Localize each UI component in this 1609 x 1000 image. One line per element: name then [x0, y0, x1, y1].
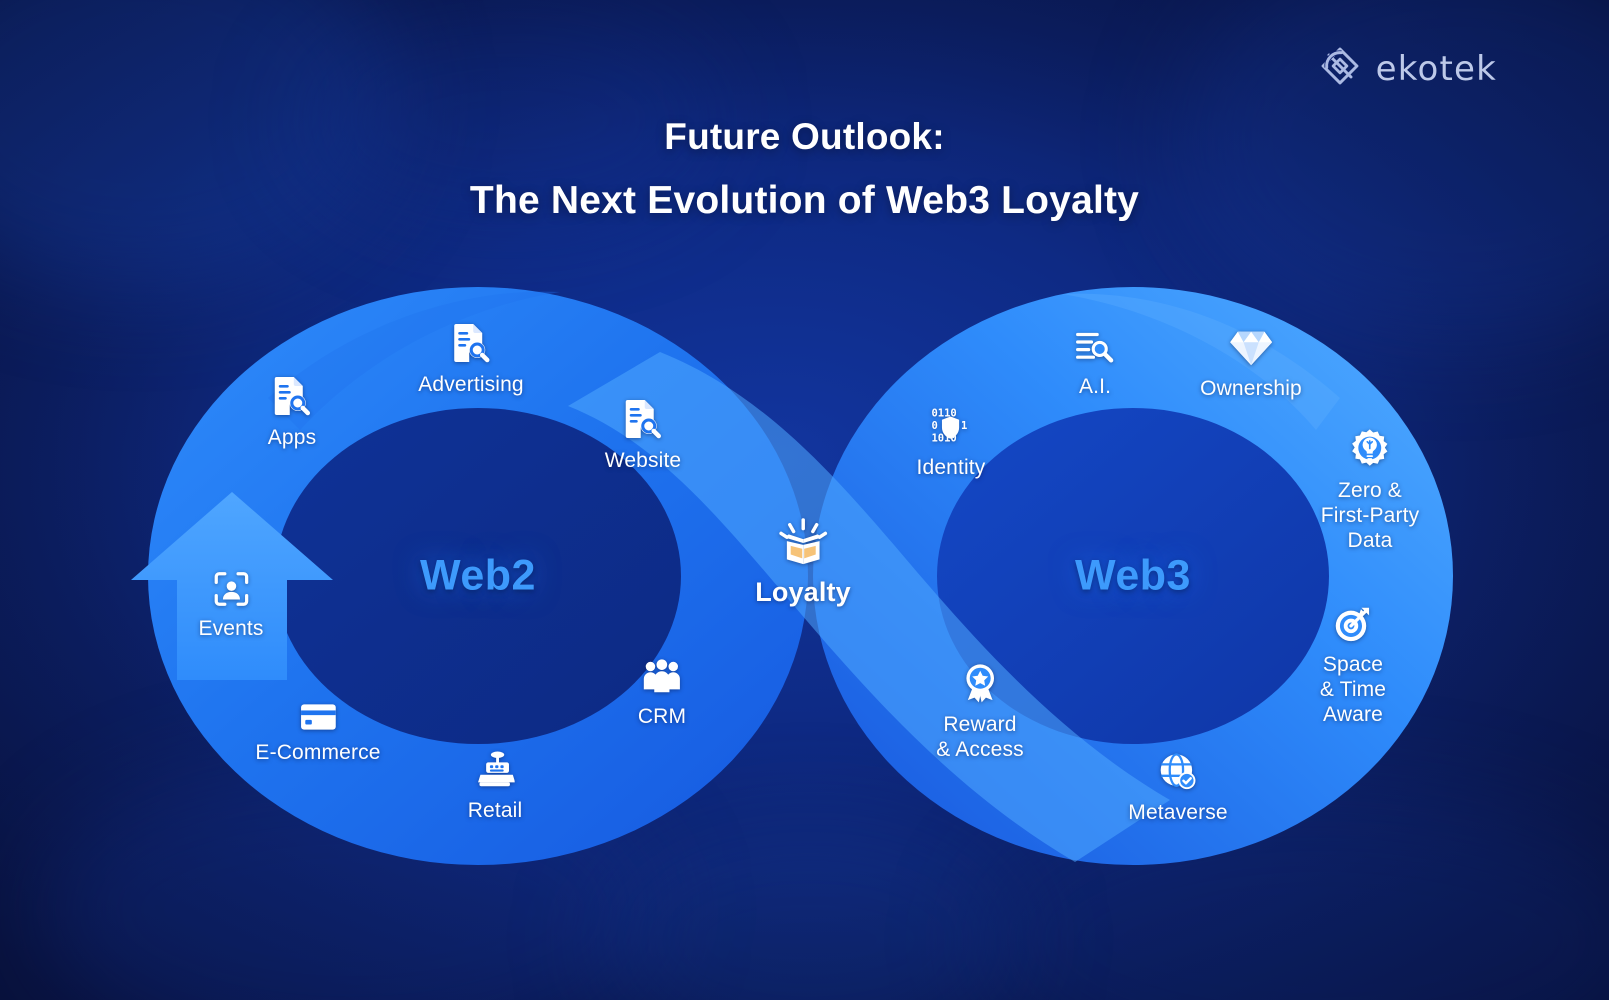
node-reward-access[interactable]: Reward & Access: [936, 662, 1024, 763]
node-label: Zero & First-Party Data: [1320, 479, 1420, 552]
web2-center-label: Web2: [420, 551, 536, 600]
target-arrow-icon: [1333, 604, 1373, 644]
open-gift-box-icon: [775, 518, 831, 568]
brand-name: ekotek: [1375, 48, 1497, 89]
node-space-time-aware[interactable]: Space & Time Aware: [1320, 604, 1386, 727]
diamond-icon: [1229, 328, 1273, 368]
node-retail[interactable]: Retail: [468, 750, 523, 824]
svg-text:0110: 0110: [932, 407, 957, 419]
node-advertising[interactable]: Advertising: [418, 322, 524, 398]
page-title: Future Outlook: The Next Evolution of We…: [0, 118, 1609, 220]
title-line-2: The Next Evolution of Web3 Loyalty: [469, 179, 1140, 222]
node-label: Apps: [267, 426, 317, 449]
node-label: E-Commerce: [255, 741, 381, 764]
node-label: CRM: [637, 705, 687, 728]
document-search-icon: [452, 322, 490, 364]
web3-center-label: Web3: [1075, 551, 1191, 600]
lightbulb-gear-icon: [1349, 428, 1391, 470]
node-zero-first-party-data[interactable]: Zero & First-Party Data: [1321, 428, 1419, 553]
background-blob: [600, 820, 1020, 1000]
node-label: Website: [604, 449, 682, 472]
face-scan-icon: [212, 570, 250, 608]
people-group-icon: [642, 658, 682, 696]
node-label: Metaverse: [1128, 801, 1228, 824]
award-ribbon-icon: [960, 662, 1000, 704]
node-ownership[interactable]: Ownership: [1200, 328, 1302, 402]
data-search-icon: [1075, 330, 1115, 366]
node-label: Space & Time Aware: [1319, 653, 1387, 726]
node-label: Retail: [467, 799, 523, 822]
svg-text:1: 1: [961, 420, 967, 432]
left-crossing-highlight: [190, 300, 1300, 990]
node-events[interactable]: Events: [198, 570, 263, 642]
node-ai[interactable]: A.I.: [1075, 330, 1115, 400]
node-label: Ownership: [1200, 377, 1302, 400]
node-label: Identity: [916, 456, 986, 479]
node-metaverse[interactable]: Metaverse: [1128, 752, 1228, 826]
credit-card-icon: [299, 702, 337, 732]
node-apps[interactable]: Apps: [268, 375, 316, 451]
globe-check-icon: [1158, 752, 1198, 792]
node-crm[interactable]: CRM: [638, 658, 686, 730]
cash-register-icon: [475, 750, 516, 790]
document-search-icon: [273, 375, 311, 417]
node-loyalty[interactable]: Loyalty: [755, 518, 851, 609]
brand-logo[interactable]: ekotek: [1318, 44, 1497, 93]
node-label: Reward & Access: [936, 713, 1024, 761]
node-label: A.I.: [1078, 375, 1112, 398]
node-identity[interactable]: 0110 0 1 1010 Identity: [917, 405, 986, 481]
binary-shield-icon: 0110 0 1 1010: [930, 405, 972, 447]
background-blob: [980, 790, 1609, 1000]
background-blob: [40, 760, 660, 1000]
node-label: Advertising: [418, 373, 524, 396]
node-website[interactable]: Website: [605, 398, 682, 474]
node-label: Events: [198, 617, 264, 640]
document-search-icon: [624, 398, 662, 440]
ekotek-infinity-knot-icon: [1318, 44, 1362, 93]
title-line-1: Future Outlook:: [664, 116, 945, 157]
svg-text:0: 0: [932, 420, 938, 432]
node-label: Loyalty: [755, 577, 851, 607]
node-ecommerce[interactable]: E-Commerce: [255, 702, 380, 766]
